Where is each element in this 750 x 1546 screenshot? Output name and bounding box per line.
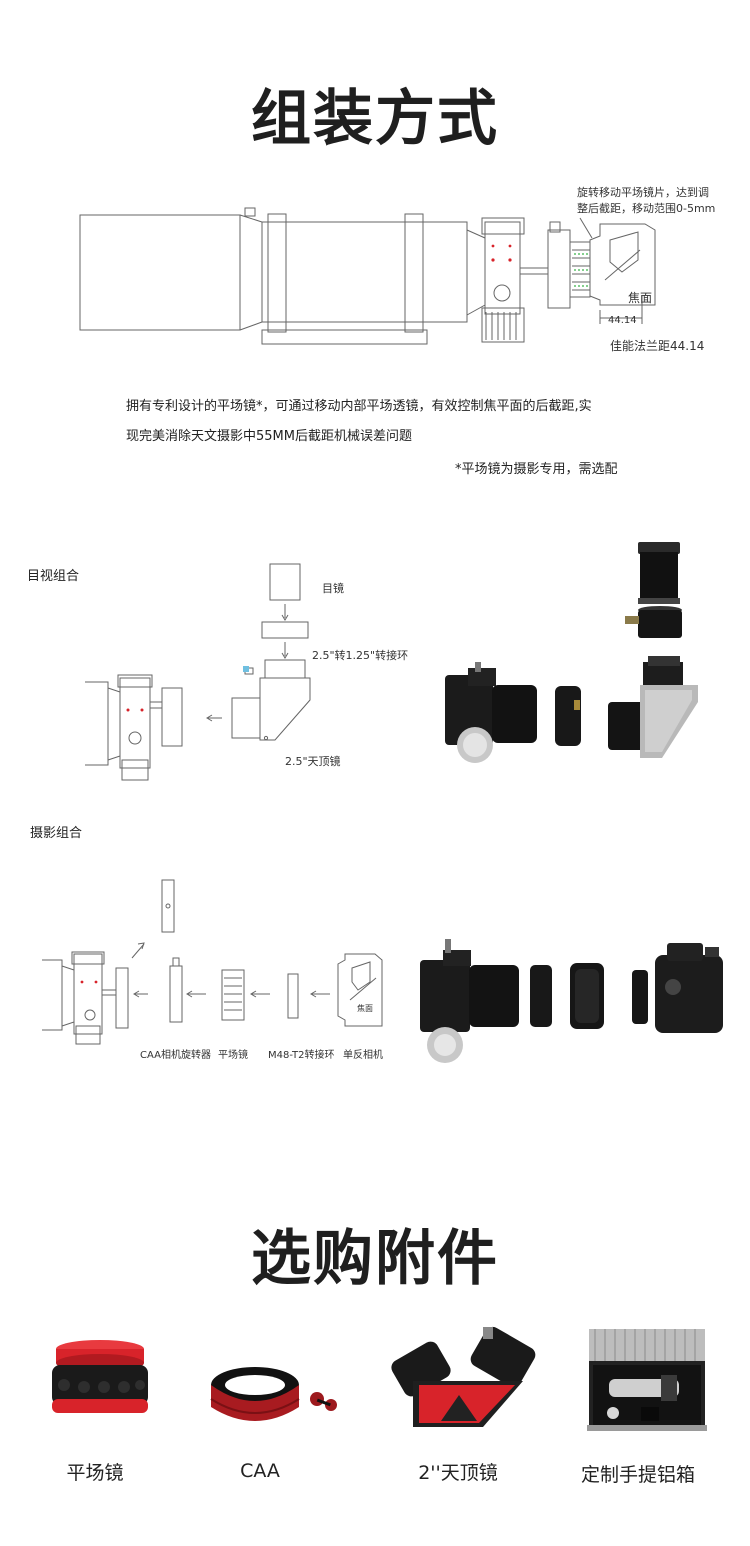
- accessories-title: 选购附件: [251, 1224, 499, 1294]
- rotator-label: CAA相机旋转器: [140, 1050, 211, 1061]
- accessory-caa-image: [210, 1367, 337, 1421]
- accessory-label-caa: CAA: [240, 1460, 280, 1482]
- photo-section-title: 摄影组合: [30, 826, 83, 841]
- accessory-diagonal-image: [391, 1326, 536, 1427]
- accessory-label-flattener: 平场镜: [66, 1462, 124, 1484]
- eyepiece-label: 目镜: [322, 582, 344, 595]
- description-line-2: 现完美消除天文摄影中55MM后截距机械误差问题: [126, 429, 412, 444]
- flattener-label: 平场镜: [218, 1050, 248, 1061]
- dimension-value: 44.14: [608, 315, 637, 326]
- m48-adapter-label: M48-T2转接环: [268, 1050, 335, 1061]
- visual-section-title: 目视组合: [27, 569, 80, 584]
- telescope-assembly-diagram: [79, 207, 656, 345]
- visual-combination-diagram: [85, 563, 311, 781]
- focal-plane-label: 焦面: [628, 291, 653, 305]
- photo-combination-diagram: [42, 879, 383, 1045]
- callout-text: 旋转移动平场镜片，达到调 整后截距，移动范围0-5mm: [577, 185, 715, 217]
- callout-line-2: 整后截距，移动范围0-5mm: [577, 202, 716, 215]
- flange-distance-label: 佳能法兰距44.14: [610, 339, 705, 353]
- visual-combination-photo: [445, 542, 698, 763]
- accessory-label-diagonal: 2''天顶镜: [418, 1462, 498, 1484]
- accessory-label-case: 定制手提铝箱: [580, 1464, 695, 1486]
- assembly-title: 组装方式: [251, 84, 499, 154]
- footnote: *平场镜为摄影专用，需选配: [455, 462, 618, 477]
- dslr-label: 单反相机: [343, 1050, 383, 1061]
- accessory-case-image: [587, 1329, 707, 1431]
- photo-combination-photo: [420, 939, 723, 1063]
- diagonal-label: 2.5"天顶镜: [285, 755, 341, 768]
- description-line-1: 拥有专利设计的平场镜*，可通过移动内部平场透镜，有效控制焦平面的后截距,实: [126, 399, 592, 414]
- mini-focal-label: 焦面: [357, 1004, 373, 1013]
- adapter-ring-label: 2.5"转1.25"转接环: [312, 649, 409, 662]
- callout-line-1: 旋转移动平场镜片，达到调: [577, 186, 709, 199]
- accessory-flattener-image: [52, 1340, 148, 1413]
